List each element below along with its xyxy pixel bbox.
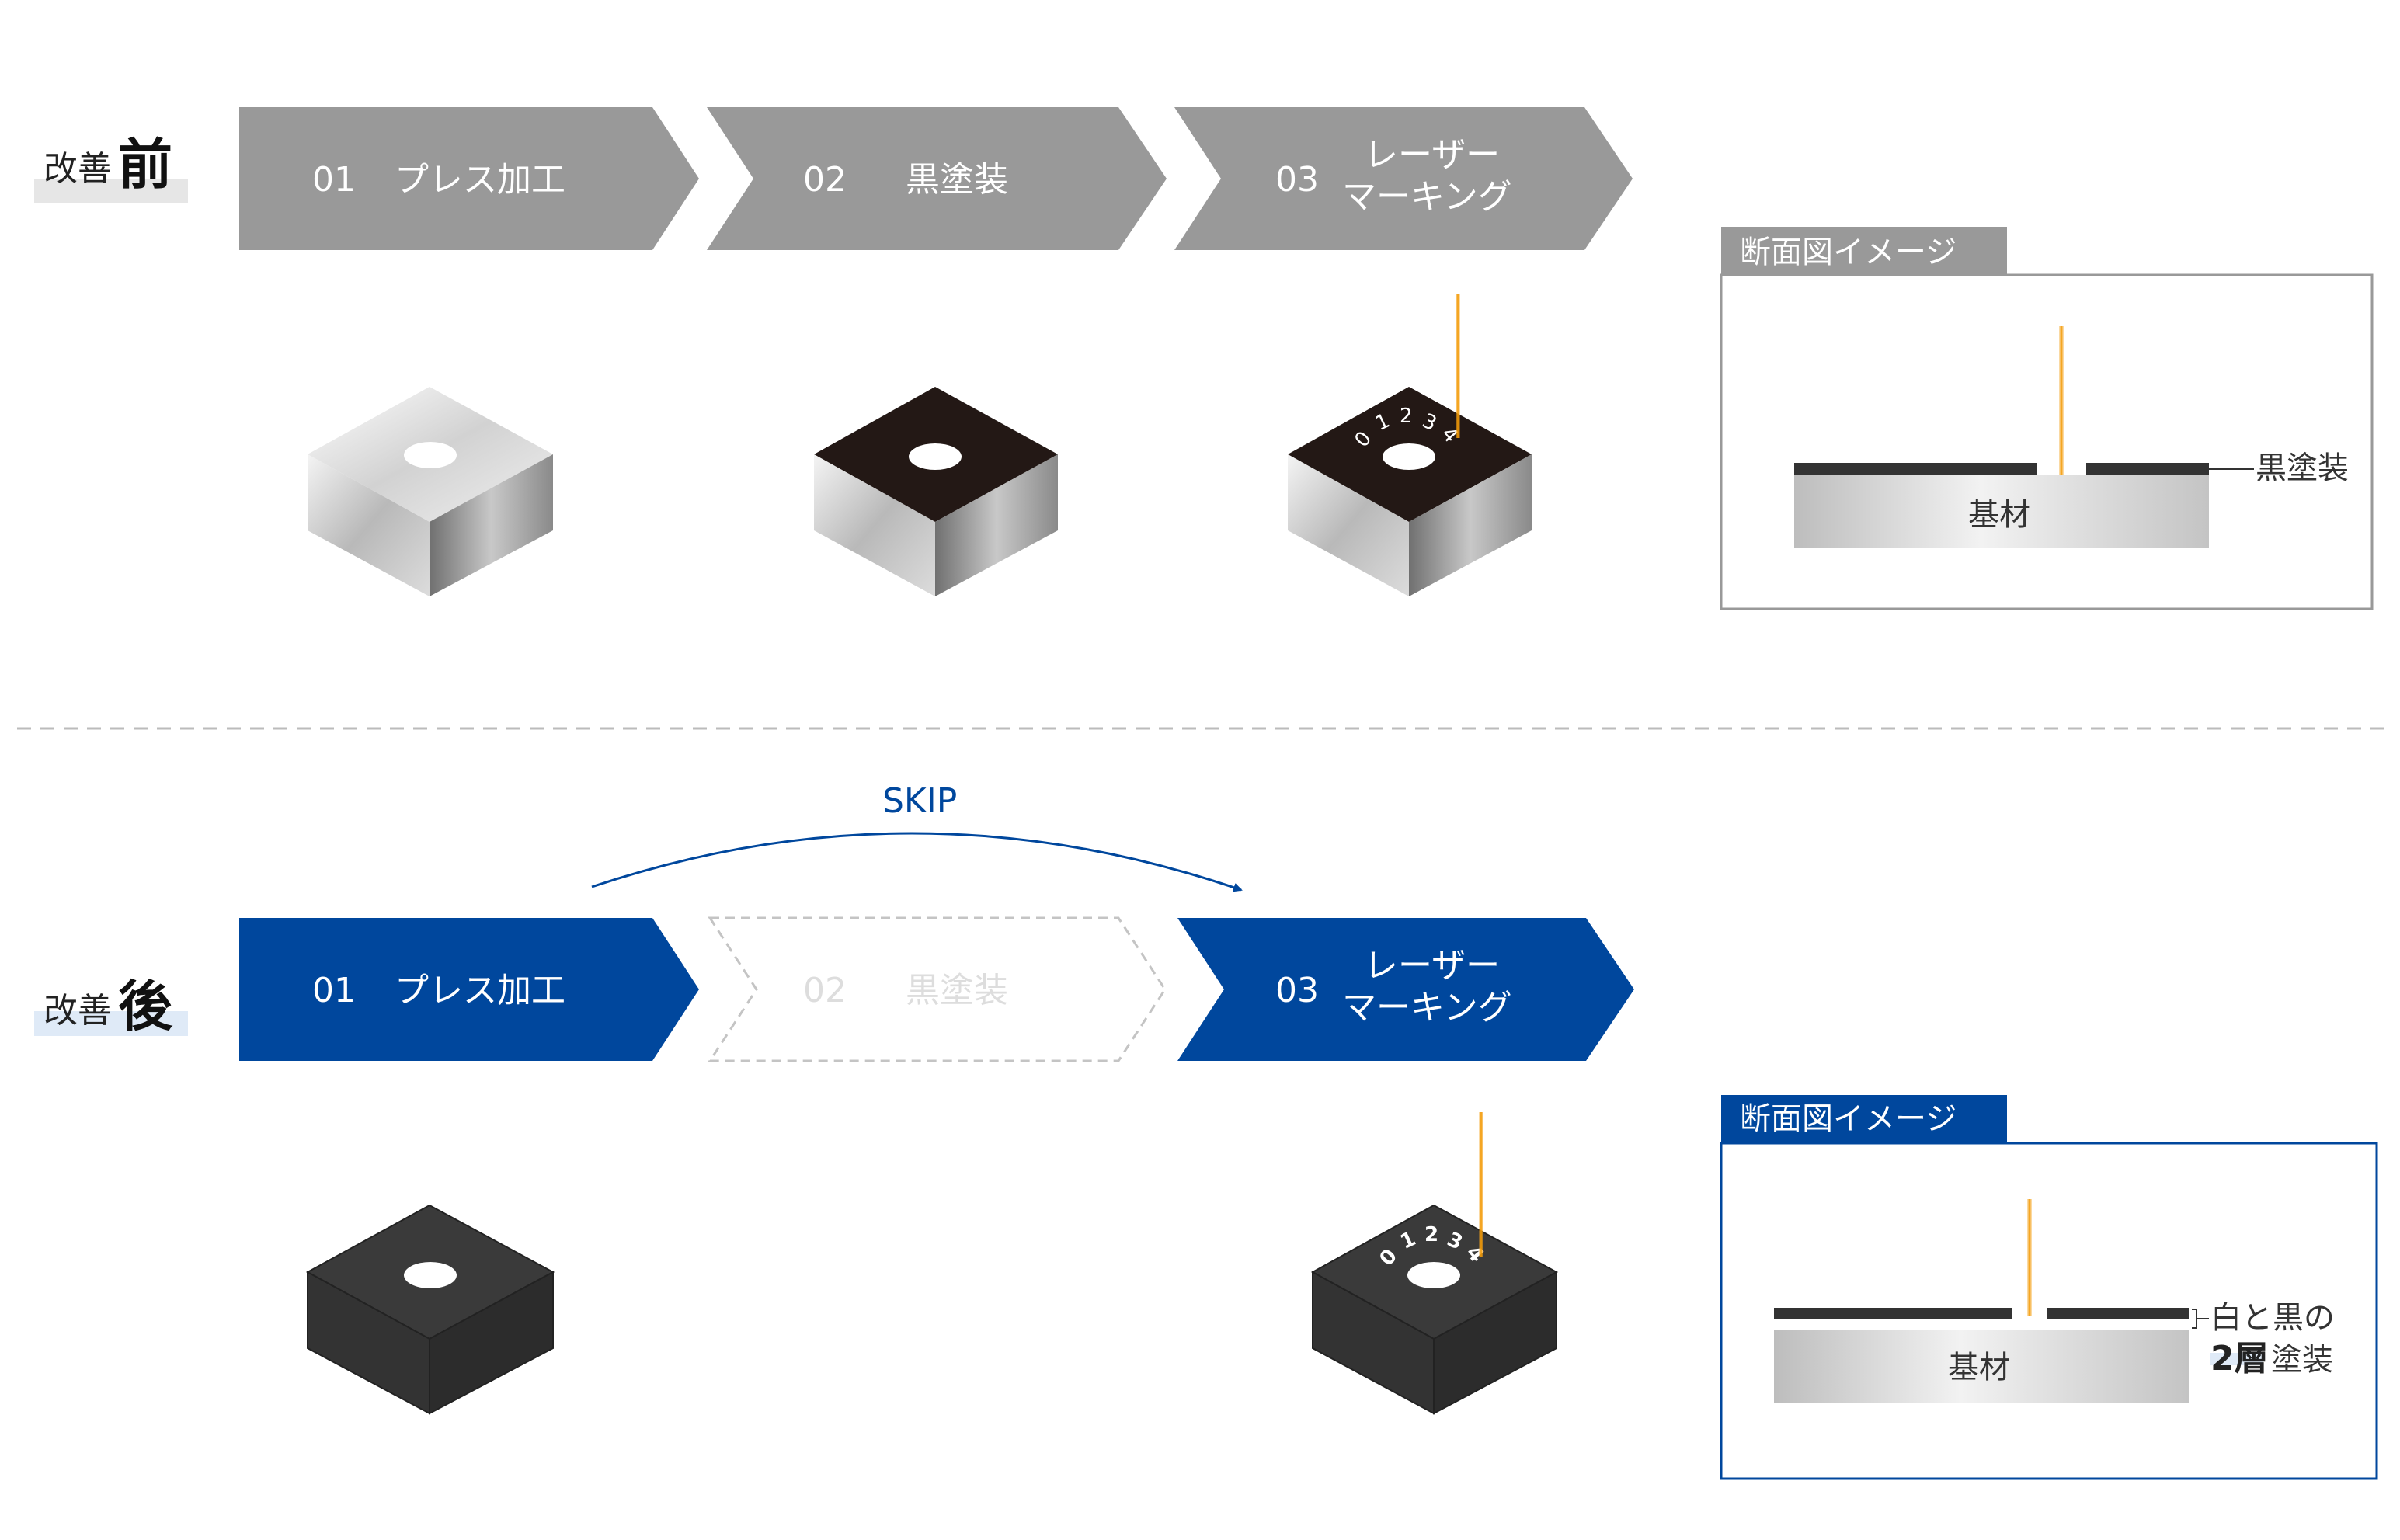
after-section-title: 断面図イメージ [1740,1101,1957,1137]
after-laser-beam [1479,1112,1483,1257]
before-laser-beam [1456,294,1460,438]
after-label-small: 改善 [43,991,112,1031]
after-step-02-text: 黒塗装 [906,971,1008,1010]
after-label-highlight [34,1011,188,1036]
after-step-03: 03 レーザー マーキング [1177,918,1634,1061]
before-section: 断面図イメージ 基材 黒塗装 [1720,227,2374,610]
after-section-frame [1720,1142,2378,1480]
after-section-laser [2027,1199,2032,1316]
after-step-02-skipped: 02 黒塗装 [708,916,1167,1062]
before-label-big: 前 [118,133,172,196]
before-block-painted-hole [909,443,962,470]
before-block-marked: 0 1 2 3 4 [1288,387,1532,596]
after-step-01-text: プレス加工 [395,971,565,1010]
before-label-highlight [34,179,188,203]
after-section-base [1774,1330,2189,1403]
before-step-02: 02 黒塗装 [707,107,1167,250]
after-section-black-layer-left [1774,1308,2012,1319]
before-step-01: 01 プレス加工 [239,107,699,250]
after-block-press-hole [404,1262,457,1288]
after-section-coat-highlight [2210,1353,2263,1365]
after-section-white-layer-right [2047,1319,2189,1330]
before-step-02-num: 02 [803,160,847,200]
before-step-01-num: 01 [312,160,356,200]
before-block-press-hole [404,442,457,468]
before-block-painted [814,387,1058,596]
after-section: 断面図イメージ 基材 白と黒の 2層 塗装 [1720,1095,2378,1480]
after-section-base-label: 基材 [1948,1350,2010,1385]
after-step-03-line2: マーキング [1342,988,1512,1027]
before-block-marked-hole [1383,443,1435,470]
before-section-coat-left [1794,463,2037,475]
after-section-coat-bold: 2層 [2210,1339,2269,1378]
before-mark-2: 2 [1400,405,1413,428]
before-step-03-line1: レーザー [1364,135,1500,175]
before-step-01-text: プレス加工 [395,160,565,200]
before-section-laser [2059,326,2064,475]
after-section-coat-line1: 白と黒の [2210,1300,2335,1336]
after-section-coat-bracket [2192,1309,2209,1329]
after-block-marked: 0 1 2 3 4 [1310,1204,1559,1415]
before-section-coat-label: 黒塗装 [2256,450,2349,486]
after-step-01-num: 01 [312,971,356,1010]
after-step-02-num: 02 [803,971,847,1010]
after-label-big: 後 [118,975,173,1038]
after-block-marked-hole [1407,1262,1460,1288]
skip-arrow [591,832,1243,892]
after-block-press [305,1204,555,1415]
before-section-tab [1721,227,2007,275]
after-step-01: 01 プレス加工 [239,918,699,1061]
before-block-press [308,387,553,596]
after-section-black-layer-right [2047,1308,2189,1319]
before-label-small: 改善 [43,149,112,189]
before-step-03-num: 03 [1275,160,1319,200]
after-step-03-line1: レーザー [1364,946,1500,986]
after-section-white-layer-left [1774,1319,2012,1330]
before-section-base-label: 基材 [1968,497,2030,533]
skip-label: SKIP [882,781,957,821]
before-step-03: 03 レーザー マーキング [1174,107,1633,250]
before-section-base [1794,475,2209,548]
before-step-02-text: 黒塗装 [906,160,1008,200]
before-section-coat-right [2086,463,2209,475]
after-section-tab [1721,1095,2007,1142]
before-section-frame [1720,273,2374,610]
after-mark-2: 2 [1424,1223,1438,1246]
after-section-coat-rest: 塗装 [2271,1342,2333,1378]
before-section-title: 断面図イメージ [1740,235,1957,270]
before-step-03-line2: マーキング [1342,177,1512,217]
after-step-03-num: 03 [1275,971,1319,1010]
